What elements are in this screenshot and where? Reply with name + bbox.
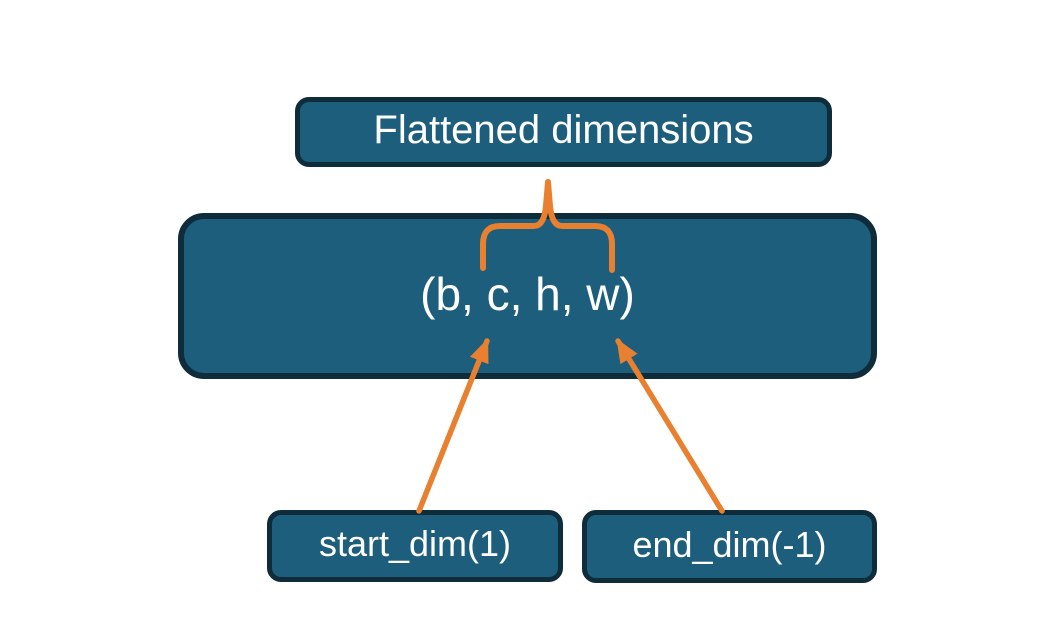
- flattened-dimensions-box: Flattened dimensions: [295, 97, 832, 167]
- end-dim-label: end_dim(-1): [632, 523, 827, 565]
- end-dim-box: end_dim(-1): [582, 510, 877, 583]
- tensor-shape-label: (b, c, h, w): [420, 268, 635, 320]
- tensor-shape-box: (b, c, h, w): [178, 213, 877, 379]
- start-dim-box: start_dim(1): [267, 510, 563, 582]
- start-dim-label: start_dim(1): [318, 523, 512, 564]
- flattened-dimensions-label: Flattened dimensions: [373, 108, 754, 152]
